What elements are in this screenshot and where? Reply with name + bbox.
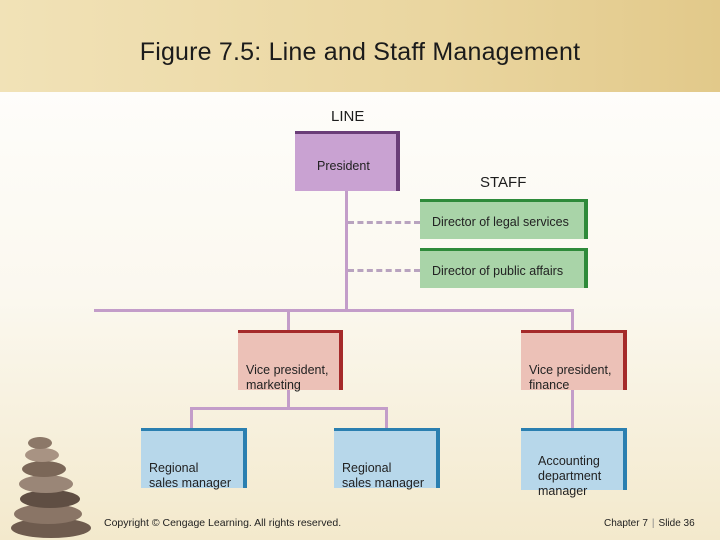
slide-title: Figure 7.5: Line and Staff Management xyxy=(139,38,581,66)
connector-marketing-down xyxy=(287,388,290,410)
connector-staff-public-affairs xyxy=(348,269,420,272)
connector-vp-bar xyxy=(94,309,574,312)
regional-manager-2-text: Regional sales manager xyxy=(342,461,424,490)
connector-president-trunk xyxy=(345,190,348,310)
title-banner xyxy=(0,0,720,92)
connector-vp-finance xyxy=(571,310,574,332)
vp-marketing-box: Vice president, marketing xyxy=(238,330,343,392)
accounting-manager-box: Accounting department manager xyxy=(521,428,627,498)
connector-staff-legal xyxy=(348,221,420,224)
staff-label: STAFF xyxy=(480,174,527,191)
president-box: President xyxy=(295,131,400,191)
regional-manager-1-box: Regional sales manager xyxy=(141,428,247,490)
connector-regional-2 xyxy=(385,408,388,429)
president-text: President xyxy=(317,159,370,173)
accounting-manager-text: Accounting department manager xyxy=(538,454,602,498)
legal-services-text: Director of legal services xyxy=(432,215,569,229)
connector-regional-bar xyxy=(190,407,388,410)
stacked-stones-image xyxy=(11,437,91,538)
vp-finance-box: Vice president, finance xyxy=(521,330,627,392)
vp-marketing-text: Vice president, marketing xyxy=(246,363,329,392)
copyright-text: Copyright © Cengage Learning. All rights… xyxy=(104,517,342,529)
slide-info: Chapter 7|Slide 36 xyxy=(604,518,695,529)
slide-number: Slide 36 xyxy=(658,518,695,529)
legal-services-box: Director of legal services xyxy=(420,199,588,239)
line-label: LINE xyxy=(331,108,365,125)
regional-manager-2-box: Regional sales manager xyxy=(334,428,440,490)
chapter-text: Chapter 7 xyxy=(604,518,648,529)
vp-finance-text: Vice president, finance xyxy=(529,363,612,392)
separator: | xyxy=(651,518,655,529)
public-affairs-box: Director of public affairs xyxy=(420,248,588,288)
connector-regional-1 xyxy=(190,408,193,429)
regional-manager-1-text: Regional sales manager xyxy=(149,461,231,490)
public-affairs-text: Director of public affairs xyxy=(432,264,564,278)
connector-vp-marketing xyxy=(287,310,290,332)
connector-accounting xyxy=(571,388,574,429)
